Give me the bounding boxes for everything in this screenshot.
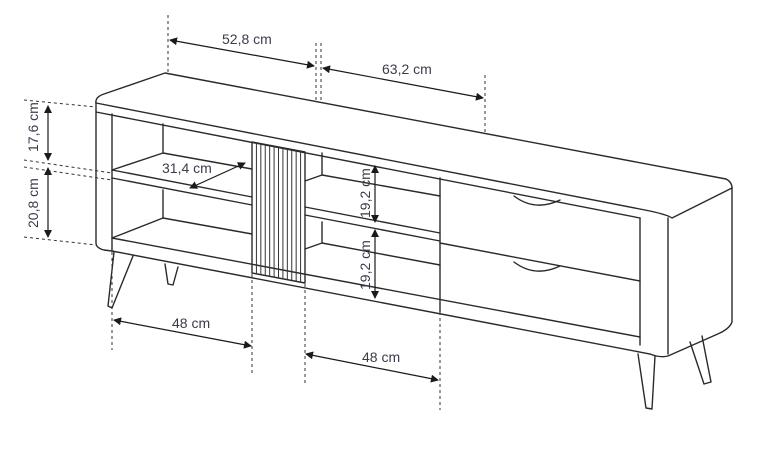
fluted-panel <box>251 141 306 284</box>
legs <box>107 251 712 410</box>
dim-top-left-width: 52,8 cm <box>222 31 272 47</box>
dimension-labels: 52,8 cm 63,2 cm 17,6 cm 20,8 cm 31,4 cm … <box>25 31 432 365</box>
dim-top-right-width: 63,2 cm <box>382 61 432 77</box>
dim-drawer-height-lower: 19,2 cm <box>357 240 373 290</box>
dim-shelf-depth: 31,4 cm <box>162 160 212 176</box>
drawer-handle-lower <box>513 261 561 272</box>
dim-middle-compartment-width: 48 cm <box>362 349 400 365</box>
dim-drawer-height-upper: 19,2 cm <box>357 168 373 218</box>
dim-lower-shelf-height: 20,8 cm <box>25 178 41 228</box>
extension-lines <box>23 15 486 410</box>
dimension-arrows <box>44 37 484 383</box>
dim-upper-shelf-height: 17,6 cm <box>25 102 41 152</box>
dim-left-compartment-width: 48 cm <box>172 315 210 331</box>
drawer-handle-upper <box>513 195 561 206</box>
